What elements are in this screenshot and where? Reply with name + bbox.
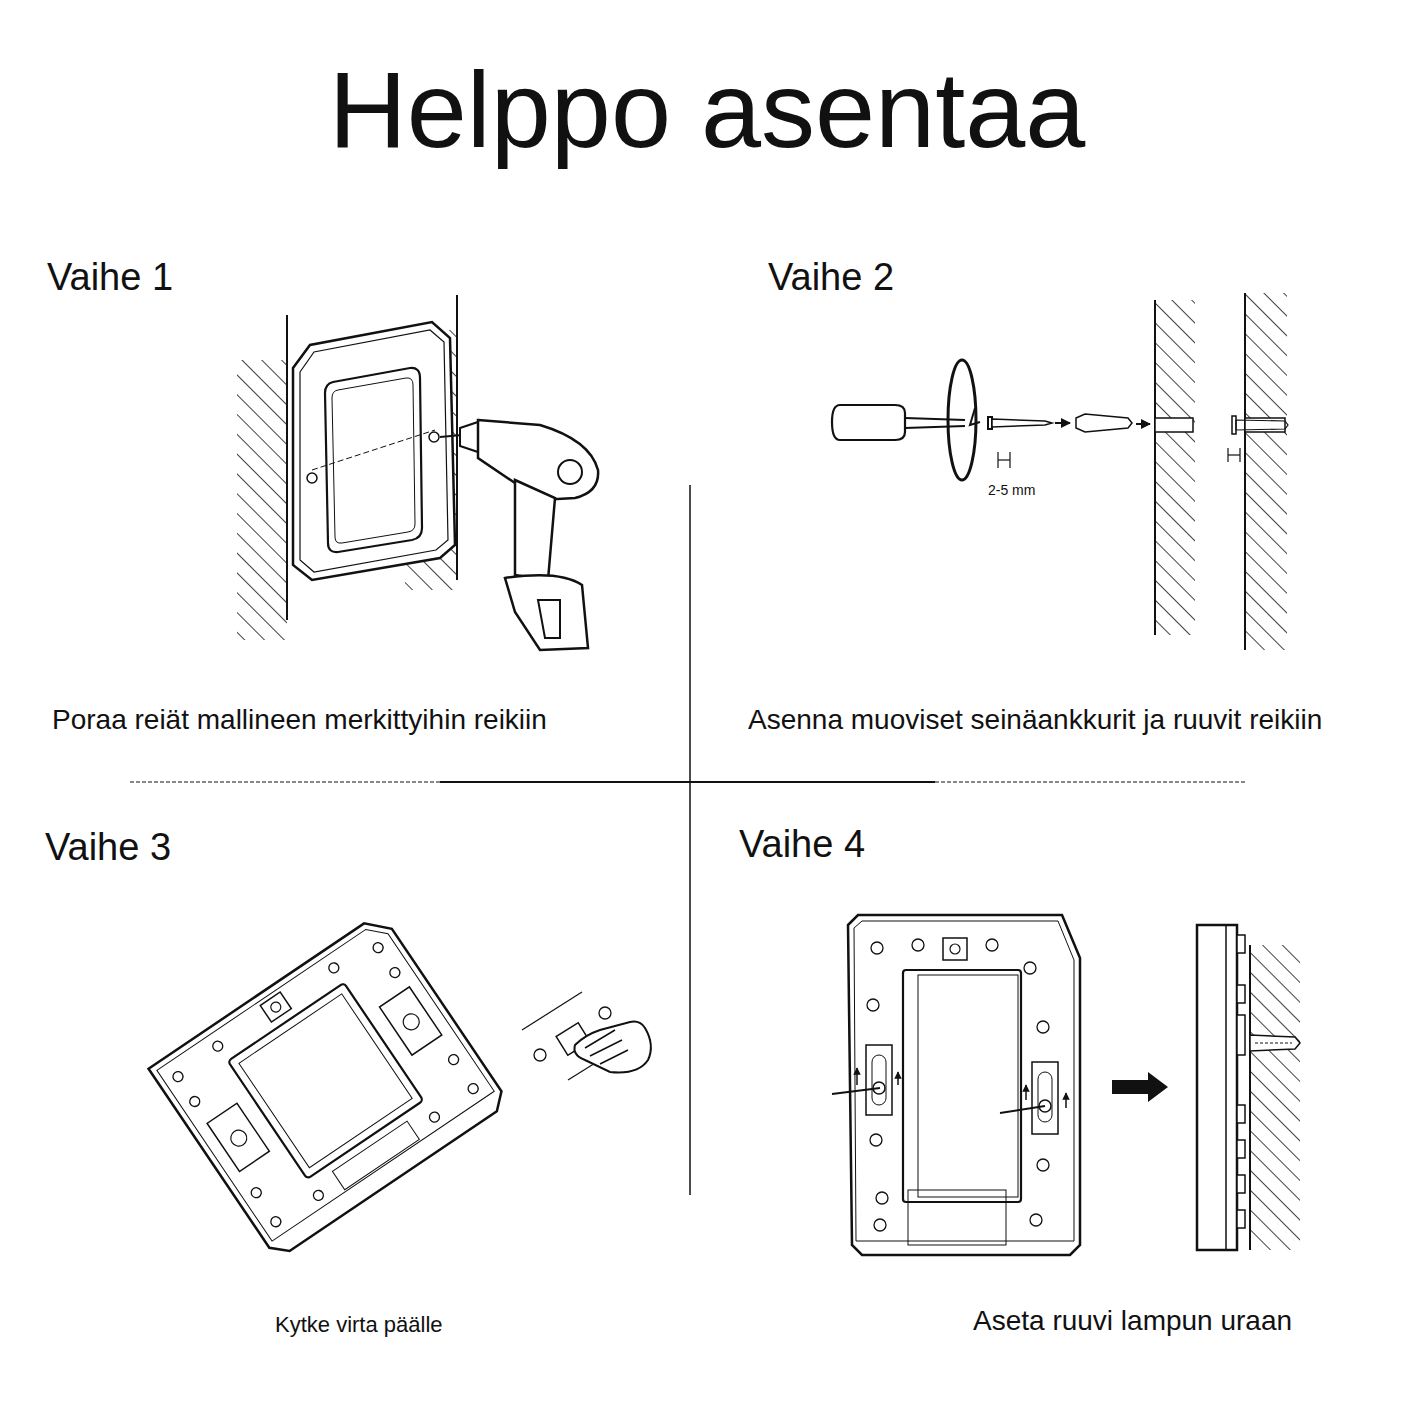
step-heading: Vaihe 2 [768,256,894,300]
step-caption: Poraa reiät mallineen merkittyihin reiki… [52,704,547,736]
page-title: Helppo asentaa [329,48,1086,172]
step-heading: Vaihe 4 [739,823,865,867]
step-caption: Aseta ruuvi lampun uraan [973,1305,1292,1337]
step-heading: Vaihe 1 [47,256,173,300]
dimension-label: 2-5 mm [988,482,1035,498]
step-caption: Asenna muoviset seinäankkurit ja ruuvit … [748,704,1322,736]
step-heading: Vaihe 3 [45,826,171,870]
step-caption: Kytke virta päälle [275,1312,443,1337]
